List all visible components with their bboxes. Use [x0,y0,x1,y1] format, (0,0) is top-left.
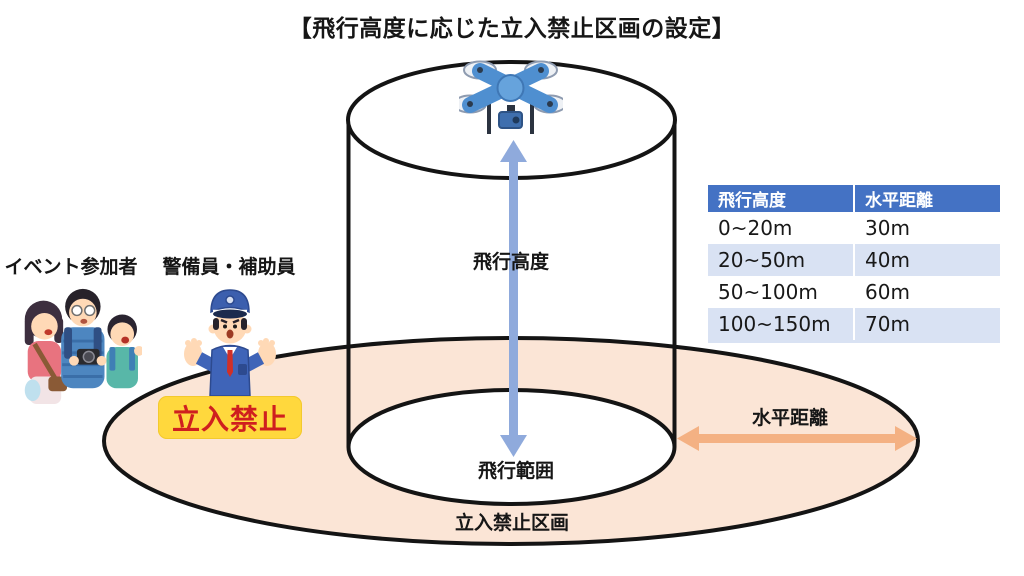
table-row: 0~20m 30m [708,212,1000,244]
table-cell-distance: 60m [865,280,910,304]
event-participants-label: イベント参加者 [4,256,138,278]
guard-eye-right [233,324,237,329]
table-cell-altitude: 100~150m [708,308,855,340]
table-cell-distance: 30m [865,216,910,240]
guard-head [208,289,252,344]
altitude-arrow-shaft [509,158,518,440]
participant-boy [106,314,142,389]
no-entry-badge: 立入禁止 [158,396,302,439]
drone-camera-lens [512,116,520,124]
man-mouth [80,318,88,324]
no-entry-badge-text: 立入禁止 [171,402,288,436]
man-backpack-strap-l [64,327,73,359]
distance-arrow [677,426,917,451]
guard-mouth [226,329,234,339]
distance-arrow-head-right [895,426,917,451]
table-header-horizontal-distance: 水平距離 [865,191,933,211]
guard-finger-l1 [185,340,191,346]
table-cell-distance: 40m [865,248,910,272]
boy-strap-r [129,346,136,371]
distance-arrow-shaft [696,434,898,443]
man-glasses-left [71,304,83,317]
man-hand-r [96,355,107,366]
boy-strap-l [109,346,116,371]
guard-eye-left [223,324,227,329]
boy-face [110,322,135,346]
altitude-arrow-head-up [500,140,527,162]
table-cell-altitude: 0~20m [708,212,855,244]
guard-body [209,344,251,396]
guard-palm-right [258,342,276,366]
drone-motor-bl [467,101,473,107]
event-participants-illustration [24,288,142,405]
drone-motor-br [547,101,553,107]
drone-motor-tl [477,67,483,73]
guard-finger-l3 [196,340,202,346]
drone-body [462,63,558,113]
guard-tie [227,350,233,377]
drone-camera-body [498,111,523,129]
man-glasses-right [84,304,96,317]
boy-hand [134,345,142,356]
woman-handbag [24,379,41,402]
altitude-arrow [500,140,527,457]
woman-face [31,312,58,340]
altitude-distance-table: 飛行高度 水平距離 0~20m 30m 20~50m 40m 50~100m 6… [708,185,1000,343]
woman-bag-strap [32,342,59,382]
guard-cap-visor [213,309,247,319]
guard-chest-badge [238,364,247,375]
security-guard-illustration [184,289,276,396]
drone-camera [498,105,523,129]
flight-range-label: 飛行範囲 [477,460,555,482]
man-camera-lens [82,350,95,363]
table-header-flight-altitude: 飛行高度 [708,185,855,212]
distance-arrow-head-left [677,426,699,451]
drone-illustration [459,60,563,134]
table-row: 100~150m 70m [708,308,1000,340]
table-cell-altitude: 50~100m [708,276,855,308]
guard-palm-left [184,342,202,366]
participant-woman [24,300,68,405]
table-cell-distance: 70m [865,312,910,336]
security-guard-label: 警備員・補助員 [162,256,296,278]
horizontal-distance-label: 水平距離 [751,407,829,429]
guard-face [213,310,247,344]
guard-finger-l2 [191,338,197,344]
table-cell-altitude: 20~50m [708,244,855,276]
woman-mouth [44,329,53,336]
guard-cap-emblem [225,295,235,305]
table-row: 20~50m 40m [708,244,1000,276]
drone-camera-mount [507,105,515,113]
table-row: 50~100m 60m [708,276,1000,308]
boy-mouth [121,336,130,344]
drone-hub [496,74,525,102]
flight-altitude-label: 飛行高度 [472,251,550,273]
guard-eyebrow-left [220,318,228,324]
guard-finger-r2 [263,338,269,344]
guard-finger-r1 [258,340,264,346]
participant-man [61,288,107,389]
guard-hair-right [241,318,247,330]
table-header-row: 飛行高度 水平距離 [708,185,1000,212]
guard-finger-r3 [269,340,275,346]
no-entry-zone-label: 立入禁止区画 [454,512,570,534]
guard-eyebrow-right [232,318,240,324]
man-hand-l [69,355,79,366]
drone-legs [487,100,534,134]
drone-motor-tr [538,67,544,73]
guard-hair-left [213,318,219,330]
diagram-title: 【飛行高度に応じた立入禁止区画の設定】 [288,16,736,42]
altitude-arrow-head-down [500,435,527,457]
